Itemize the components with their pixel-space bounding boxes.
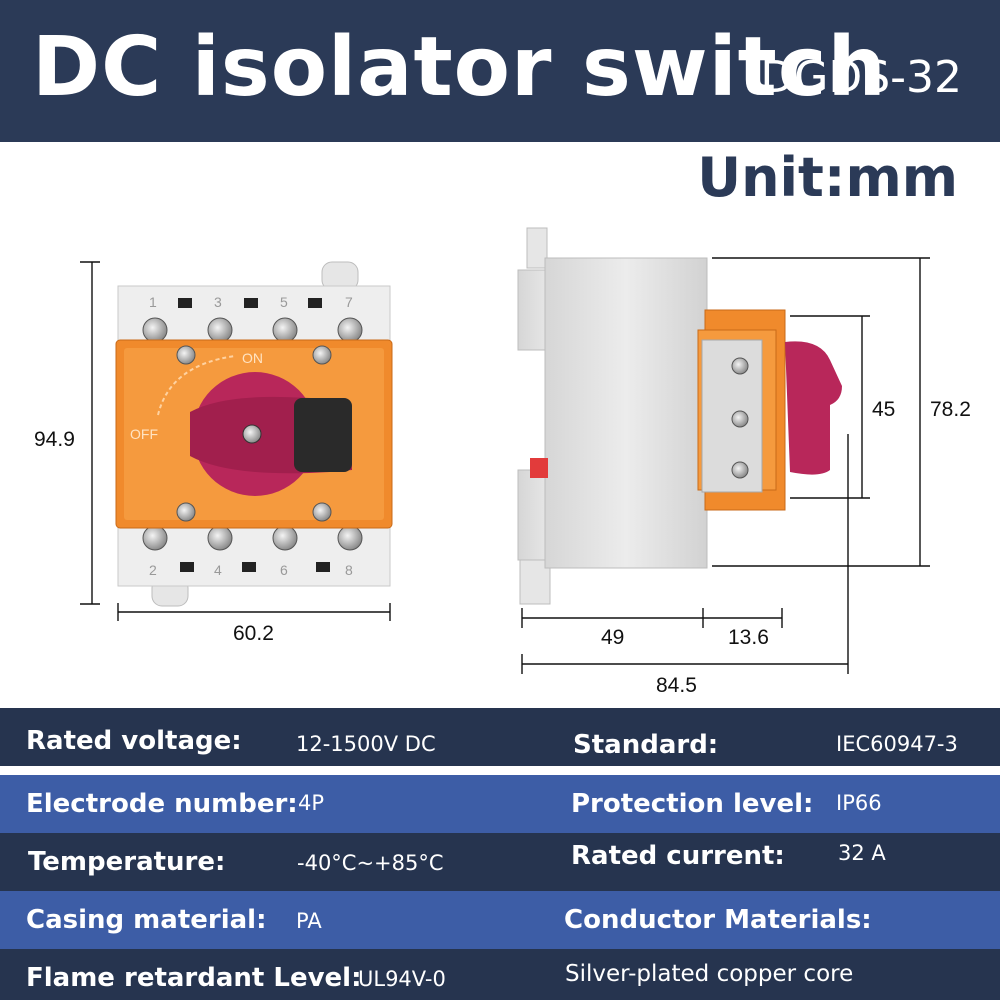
spec-label: Electrode number: — [26, 789, 298, 819]
spec-label: Rated current: — [571, 841, 785, 871]
spec-label: Casing material: — [26, 905, 267, 935]
dim-total-depth: 84.5 — [656, 674, 697, 697]
spec-value: IEC60947-3 — [836, 732, 958, 756]
spec-value: IP66 — [836, 791, 882, 815]
spec-label: Rated voltage: — [26, 726, 242, 756]
terminal-number: 2 — [149, 562, 157, 578]
off-label: OFF — [130, 426, 158, 442]
terminal-number: 8 — [345, 562, 353, 578]
dim-handle-depth: 13.6 — [728, 626, 769, 649]
page-title: DC isolator switch — [32, 20, 887, 115]
terminal-number: 3 — [214, 294, 222, 310]
terminal-number: 4 — [214, 562, 222, 578]
front-view — [115, 261, 393, 607]
dim-inner-height: 45 — [872, 398, 896, 421]
spec-table: Rated voltage: 12-1500V DC Standard: IEC… — [0, 708, 1000, 1000]
dim-height-front: 94.9 — [34, 428, 75, 451]
spec-row: Flame retardant Level: UL94V-0 Silver-pl… — [0, 949, 1000, 1000]
spec-label: Standard: — [573, 730, 719, 760]
dimension-drawing: 1 3 5 7 2 4 6 8 ON OFF 94.9 60.2 45 78.2… — [0, 142, 1000, 708]
spec-value: PA — [296, 909, 322, 933]
spec-label: Temperature: — [28, 847, 226, 877]
dim-total-height: 78.2 — [930, 398, 971, 421]
product-illustration — [80, 227, 930, 674]
spec-row: Temperature: -40°C~+85°C Rated current: … — [0, 833, 1000, 891]
terminal-number: 5 — [280, 294, 288, 310]
terminal-number: 7 — [345, 294, 353, 310]
spec-value: Silver-plated copper core — [565, 961, 854, 987]
spec-value: 4P — [298, 791, 325, 815]
unit-label: Unit:mm — [697, 146, 958, 209]
spec-value: -40°C~+85°C — [297, 851, 444, 875]
spec-row: Casing material: PA Conductor Materials: — [0, 891, 1000, 949]
spec-value: UL94V-0 — [358, 967, 446, 991]
dim-body-depth: 49 — [601, 626, 625, 649]
spec-row: Electrode number: 4P Protection level: I… — [0, 775, 1000, 833]
spec-label: Conductor Materials: — [564, 905, 872, 935]
spec-value: 12-1500V DC — [296, 732, 436, 756]
model-number: DGDS-32 — [760, 52, 962, 103]
side-handle — [785, 341, 842, 475]
terminal-number: 1 — [149, 294, 157, 310]
dimension-lines — [80, 257, 930, 674]
spec-label: Flame retardant Level: — [26, 963, 362, 993]
spec-label: Protection level: — [571, 789, 814, 819]
dim-width-front: 60.2 — [233, 622, 274, 645]
spec-row: Rated voltage: 12-1500V DC Standard: IEC… — [0, 708, 1000, 766]
side-casing — [544, 257, 708, 569]
header-bar: DC isolator switch DGDS-32 — [0, 0, 1000, 142]
side-view — [517, 227, 842, 605]
on-label: ON — [242, 350, 263, 366]
lock-block — [294, 398, 352, 472]
spec-value: 32 A — [838, 841, 886, 865]
terminal-number: 6 — [280, 562, 288, 578]
